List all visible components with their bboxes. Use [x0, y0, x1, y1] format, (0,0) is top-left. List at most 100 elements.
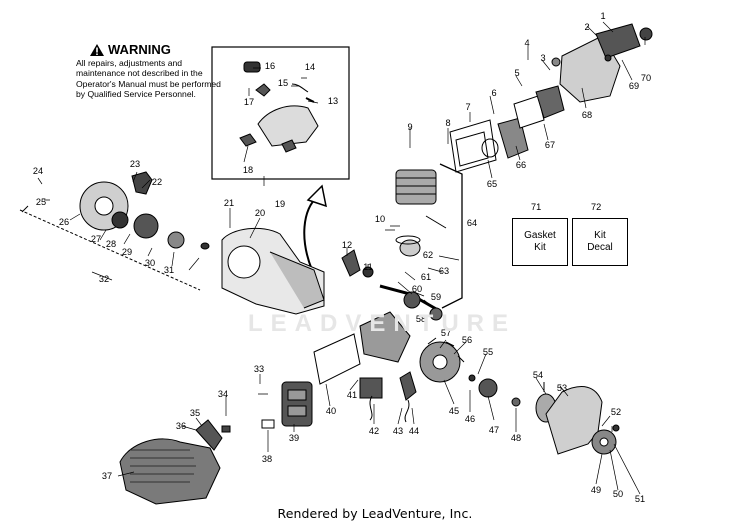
- callout-27: 27: [91, 234, 101, 244]
- callout-53: 53: [557, 383, 567, 393]
- callout-39: 39: [289, 433, 299, 443]
- gasket-kit-box: Gasket Kit: [512, 218, 568, 266]
- callout-41: 41: [347, 390, 357, 400]
- callout-46: 46: [465, 414, 475, 424]
- ignition-group: [261, 333, 417, 429]
- callout-8: 8: [445, 118, 450, 128]
- callout-25: 25: [36, 197, 46, 207]
- callout-5: 5: [514, 68, 519, 78]
- callout-15: 15: [278, 78, 288, 88]
- gasket-kit-line1: Gasket: [524, 230, 556, 241]
- callout-47: 47: [489, 425, 499, 435]
- flywheel-group: [419, 337, 620, 455]
- callout-44: 44: [409, 426, 419, 436]
- callout-12: 12: [342, 240, 352, 250]
- callout-38: 38: [262, 454, 272, 464]
- callout-14: 14: [305, 62, 315, 72]
- callout-11: 11: [363, 262, 373, 272]
- callout-30: 30: [145, 258, 155, 268]
- callout-65: 65: [487, 179, 497, 189]
- warning-title: WARNING: [108, 42, 171, 57]
- callout-1: 1: [600, 11, 605, 21]
- callout-49: 49: [591, 485, 601, 495]
- callout-22: 22: [152, 177, 162, 187]
- inset-primer-parts: [239, 61, 319, 153]
- callout-55: 55: [483, 347, 493, 357]
- callout-52: 52: [611, 407, 621, 417]
- callout-34: 34: [218, 389, 228, 399]
- callout-31: 31: [164, 265, 174, 275]
- callout-16: 16: [265, 61, 275, 71]
- callout-68: 68: [582, 110, 592, 120]
- callout-28: 28: [106, 239, 116, 249]
- warning-triangle-icon: [90, 43, 104, 56]
- callout-45: 45: [449, 406, 459, 416]
- callout-26: 26: [59, 217, 69, 227]
- callout-7: 7: [465, 102, 470, 112]
- gasket-kit-line2: Kit: [534, 242, 546, 253]
- engine-cover: [119, 419, 231, 505]
- callout-10: 10: [375, 214, 385, 224]
- callout-3: 3: [540, 53, 545, 63]
- callout-71: 71: [531, 202, 542, 212]
- curved-arrow: [303, 195, 319, 271]
- watermark: LEADVENTURE: [248, 310, 517, 337]
- callout-29: 29: [122, 247, 132, 257]
- callout-43: 43: [393, 426, 403, 436]
- callout-23: 23: [130, 159, 140, 169]
- callout-58: 58: [416, 314, 426, 324]
- bracket-64: [439, 163, 463, 309]
- callout-36: 36: [176, 421, 186, 431]
- kit-decal-box: Kit Decal: [572, 218, 628, 266]
- callout-numbers: 1 2 3 4 5 6 7 8 9 10 11 12 13 14 15 16 1…: [33, 11, 651, 504]
- callout-32: 32: [99, 274, 109, 284]
- callout-64: 64: [467, 218, 477, 228]
- callout-19: 19: [275, 199, 285, 209]
- callout-20: 20: [255, 208, 265, 218]
- callout-70: 70: [641, 73, 651, 83]
- callout-6: 6: [491, 88, 496, 98]
- callout-4: 4: [524, 38, 529, 48]
- callout-42: 42: [369, 426, 379, 436]
- callout-37: 37: [102, 471, 112, 481]
- callout-9: 9: [407, 122, 412, 132]
- callout-13: 13: [328, 96, 338, 106]
- callout-35: 35: [190, 408, 200, 418]
- callout-2: 2: [584, 22, 589, 32]
- callout-21: 21: [224, 198, 234, 208]
- callout-18: 18: [243, 165, 253, 175]
- callout-66: 66: [516, 160, 526, 170]
- starter-assembly: [19, 171, 210, 291]
- callout-62: 62: [423, 250, 433, 260]
- callout-67: 67: [545, 140, 555, 150]
- arrow-head: [306, 184, 327, 208]
- callout-51: 51: [635, 494, 645, 504]
- callout-17: 17: [244, 97, 254, 107]
- cylinder-group: [341, 169, 443, 363]
- callout-24: 24: [33, 166, 43, 176]
- inset-frame: [211, 46, 350, 180]
- warning-note: WARNING All repairs, adjustments and mai…: [76, 42, 226, 100]
- callout-69: 69: [629, 81, 639, 91]
- footer-credit: Rendered by LeadVenture, Inc.: [277, 506, 473, 521]
- callout-61: 61: [421, 272, 431, 282]
- callout-72: 72: [591, 202, 602, 212]
- leader-lines: [37, 21, 646, 495]
- kit-decal-line2: Decal: [587, 242, 613, 253]
- callout-57: 57: [441, 328, 451, 338]
- callout-40: 40: [326, 406, 336, 416]
- callout-60: 60: [412, 284, 422, 294]
- callout-33: 33: [254, 364, 264, 374]
- callout-48: 48: [511, 433, 521, 443]
- callout-63: 63: [439, 266, 449, 276]
- callout-59: 59: [431, 292, 441, 302]
- carburetor-group: [449, 23, 653, 173]
- warning-text: All repairs, adjustments and maintenance…: [76, 58, 221, 100]
- callout-54: 54: [533, 370, 543, 380]
- part-10-line: [425, 215, 447, 229]
- callout-56: 56: [462, 335, 472, 345]
- warning-heading: WARNING: [90, 42, 226, 57]
- kit-decal-line1: Kit: [594, 230, 606, 241]
- engine-housing: [221, 227, 325, 315]
